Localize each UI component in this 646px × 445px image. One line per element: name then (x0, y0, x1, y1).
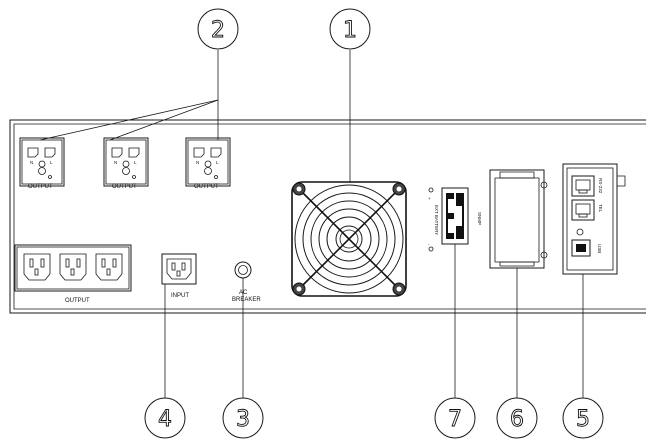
output-label-3: OUTPUT (194, 184, 219, 190)
snmp-slot (489, 169, 548, 269)
iec-outlet-1 (23, 253, 51, 281)
callout-6-number: 6 (510, 407, 524, 432)
callout-3-number: 3 (236, 407, 250, 432)
universal-outlet-1: N L (19, 137, 65, 187)
svg-text:N: N (30, 160, 33, 165)
chassis (9, 119, 646, 314)
input-socket (161, 253, 197, 285)
ext-battery-connector: + - EXT BATTERY (428, 187, 469, 252)
svg-text:N: N (196, 160, 199, 165)
rj-port-top (571, 175, 595, 197)
callout-3: 3 (222, 397, 264, 439)
fan-screw-bottom-left (292, 282, 306, 296)
iec-output-block (14, 244, 132, 292)
input-label: INPUT (171, 293, 189, 299)
leader-lines (39, 50, 584, 398)
callout-5-number: 5 (576, 407, 590, 432)
cooling-fan (291, 181, 407, 297)
output-label-1: OUTPUT (28, 184, 53, 190)
comm-ports-panel: RS-232 TEL USB (562, 163, 626, 275)
ac-breaker (234, 261, 252, 279)
iec-outlet-3 (95, 253, 123, 281)
callout-1: 1 (329, 8, 371, 50)
callout-5: 5 (562, 397, 604, 439)
iec-outlet-2 (59, 253, 87, 281)
svg-text:L: L (216, 160, 219, 165)
usb-port (571, 239, 591, 257)
fan-screw-top-left (292, 182, 306, 196)
callout-4-number: 4 (158, 407, 172, 432)
ext-battery-label: EXT BATTERY (434, 205, 439, 235)
snmp-label: SNMP (477, 212, 482, 225)
rs232-label: RS-232 (598, 178, 603, 194)
ac-label: AC (239, 290, 248, 296)
fan-screw-top-right (392, 182, 406, 196)
universal-outlet-3: N L (185, 137, 231, 187)
callout-2: 2 (197, 8, 239, 50)
breaker-label: BREAKER (232, 297, 261, 303)
svg-text:L: L (50, 160, 53, 165)
svg-text:-: - (428, 242, 430, 247)
rj-port-bottom (571, 199, 595, 221)
callout-2-number: 2 (211, 18, 225, 43)
universal-outlet-2: N L (103, 137, 149, 187)
usb-label: USB (597, 244, 602, 253)
callout-7-number: 7 (448, 407, 462, 432)
callout-4: 4 (144, 397, 186, 439)
output-label-2: OUTPUT (112, 184, 137, 190)
callout-7: 7 (434, 397, 476, 439)
fan-screw-bottom-right (392, 282, 406, 296)
output-label-iec: OUTPUT (65, 298, 90, 304)
callout-1-number: 1 (343, 18, 357, 43)
svg-text:N: N (114, 160, 117, 165)
svg-text:+: + (428, 196, 431, 201)
svg-text:L: L (134, 160, 137, 165)
callout-6: 6 (496, 397, 538, 439)
tel-label: TEL (598, 204, 603, 213)
